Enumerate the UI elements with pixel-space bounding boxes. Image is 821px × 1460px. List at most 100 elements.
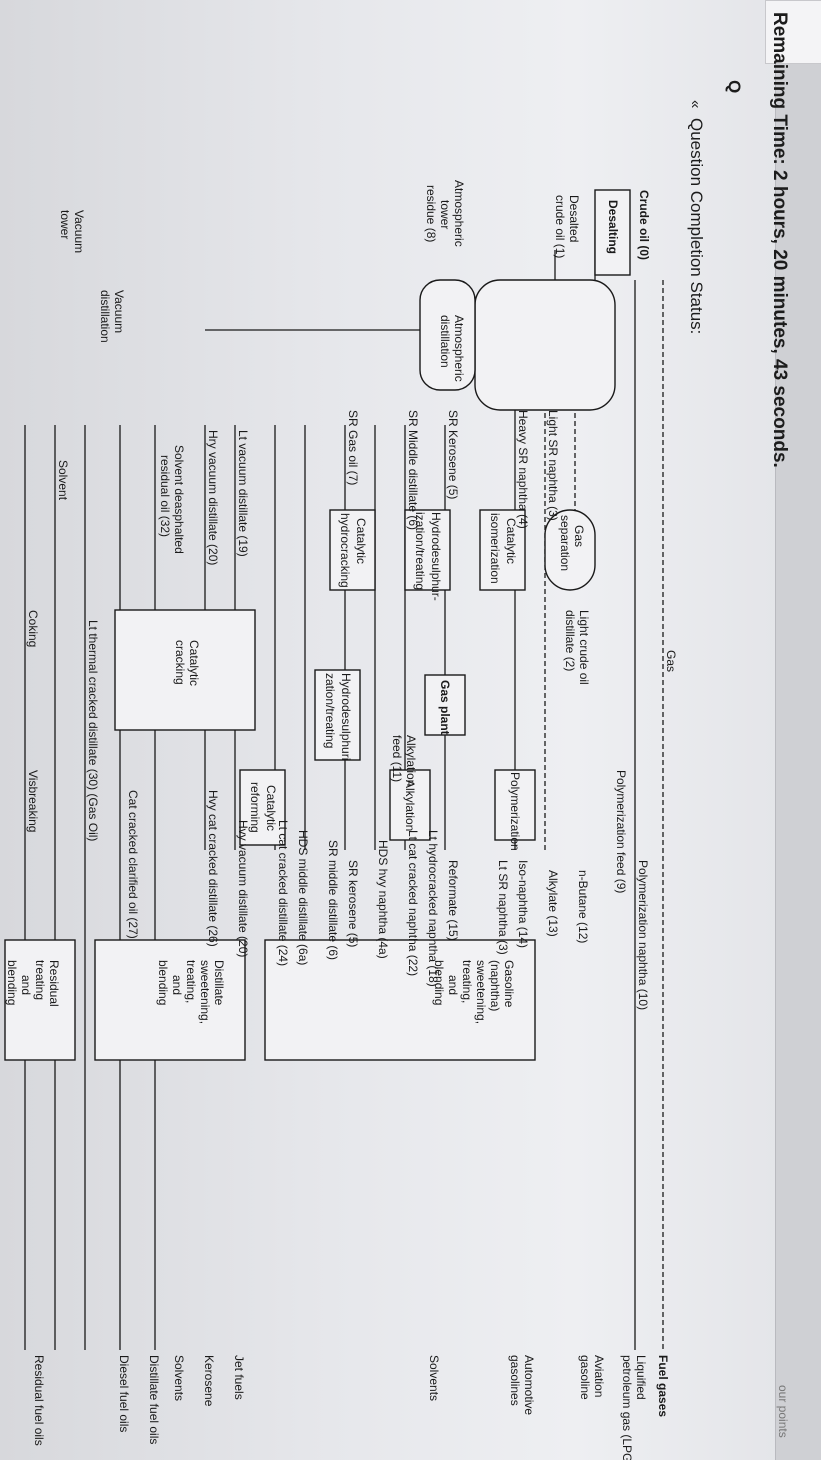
hvy-sr-naphtha-label: Heavy SR naphtha (4) <box>516 410 530 529</box>
coking-label: Coking <box>26 610 40 647</box>
atm-distillation-box <box>474 279 616 411</box>
vacuum-distillation-box <box>419 279 476 391</box>
alky-feed-label-2: feed (11) <box>390 735 404 782</box>
atm-dist-label-2: distillation <box>438 315 452 368</box>
solvents2-label: Solvents <box>172 1355 186 1401</box>
top-right-panel <box>765 0 821 64</box>
sr-mid6-label: SR middle distillate (6) <box>326 840 340 960</box>
iso-naphtha-label: Iso-naphtha (14) <box>516 860 530 948</box>
hds2-label-2: zation/treating <box>323 673 337 748</box>
reformate-label: Reformate (15) <box>446 860 460 941</box>
distillate-fuel-label: Distillate fuel oils <box>147 1355 161 1444</box>
gas-blend-label-1: Gasoline <box>502 960 516 1008</box>
cat-reform-label-2: reforming <box>248 782 262 833</box>
atm-dist-label-1: Atmospheric <box>452 315 466 382</box>
resid-blend-label-4: blending <box>5 960 19 1005</box>
kerosene-label: Kerosene <box>202 1355 216 1407</box>
gas-plant-box <box>424 674 466 736</box>
browser-top-strip <box>775 0 821 1460</box>
atm-tower-label-1: Atmospheric <box>452 180 466 247</box>
dist-blend-label-2: sweetening, <box>198 960 212 1024</box>
cat-crack-label-1: Catalytic <box>187 640 201 686</box>
aviation-label-1: Aviation <box>592 1355 606 1397</box>
cat-crack-label-2: cracking <box>173 640 187 685</box>
lt-cat-naphtha-label: Lt cat cracked naphtha (22) <box>406 830 420 976</box>
poly-feed-label: Polymerization feed (9) <box>614 770 628 893</box>
sr-gas-oil-label: SR Gas oil (7) <box>346 410 360 485</box>
unit-boxes <box>4 189 631 1061</box>
right-labels: Polymerization naphtha (10) n-Butane (12… <box>5 790 650 1024</box>
lt-cat-dist-label: Lt cat cracked distillate (24) <box>276 820 290 966</box>
solvents-label: Solvents <box>427 1355 441 1401</box>
cat-isomerization-box <box>479 509 526 591</box>
gas-blend-label-6: blending <box>432 960 446 1005</box>
cat-reforming-box <box>239 769 286 846</box>
lt-hydro-naphtha-label: Lt hydrocracked naphtha (18) <box>426 830 440 987</box>
solvent-label: Solvent <box>56 460 70 501</box>
solvent-label-1: Solvent deasphalted <box>172 445 186 554</box>
lpg-label-2: petroleum gas (LPG) <box>620 1355 634 1460</box>
gas-sep-label-1: Gas <box>572 525 586 547</box>
gas-label: Gas <box>664 650 678 672</box>
middle-labels: Gas separation Gas Light crude oil disti… <box>26 410 678 893</box>
vac-tower-label-1: Vacuum <box>72 210 86 253</box>
cat-isom-label-2: isomerization <box>488 513 502 584</box>
desalted-label-2: crude oil (1) <box>553 195 567 258</box>
gas-blend-label-4: treating, <box>460 960 474 1003</box>
desalting-label: Desalting <box>606 200 620 254</box>
polymerization-label: Polymerization <box>508 772 522 851</box>
hds2-box <box>314 669 361 761</box>
cat-isom-label-1: Catalytic <box>504 518 518 564</box>
polymerization-box <box>494 769 536 841</box>
lpg-label-1: Liquified <box>634 1355 648 1400</box>
alkylate-label: Alkylate (13) <box>546 870 560 937</box>
lt-thermal-label: Lt thermal cracked distillate (30) (Gas … <box>86 620 100 841</box>
poly-naphtha-label: Polymerization naphtha (10) <box>636 860 650 1010</box>
gas-blend-label-3: sweetening, <box>474 960 488 1024</box>
desalted-label-1: Desalted <box>567 195 581 242</box>
dist-blend-label-4: and <box>170 975 184 995</box>
gas-blend-label-5: and <box>446 975 460 995</box>
resid-blend-label-2: treating <box>33 960 47 1000</box>
lt-sr-naphtha3-label: Lt SR naphtha (3) <box>496 860 510 955</box>
gas-plant-label: Gas plant <box>438 680 452 735</box>
vac-dist-label-2: distillation <box>98 290 112 343</box>
residual-fuel-label: Residual fuel oils <box>32 1355 46 1446</box>
sr-kerosene-label: SR Kerosene (5) <box>446 410 460 499</box>
aviation-label-2: gasoline <box>578 1355 592 1400</box>
hds-mid-label: HDS middle distillate (6a) <box>296 830 310 965</box>
diesel-label: Diesel fuel oils <box>117 1355 131 1432</box>
cat-hydro-label-1: Catalytic <box>354 518 368 564</box>
product-labels: Fuel gases Liquified petroleum gas (LPG)… <box>32 1355 670 1460</box>
cat-cracking-box <box>114 609 256 731</box>
distillate-blending-box <box>94 939 246 1061</box>
resid-blend-label-1: Residual <box>47 960 61 1007</box>
lt-crude-label-2: distillate (2) <box>563 610 577 671</box>
cat-hydrocracking-box <box>329 509 376 591</box>
automotive-label-2: gasolines <box>508 1355 522 1406</box>
dist-blend-label-3: treating, <box>184 960 198 1003</box>
visbreaking-label: Visbreaking <box>26 770 40 832</box>
cat-clarified-label: Cat cracked clarified oil (27) <box>126 790 140 939</box>
gas-separation-box <box>544 509 596 591</box>
fuel-gases-label: Fuel gases <box>656 1355 670 1417</box>
dist-blend-label-1: Distillate <box>212 960 226 1006</box>
lt-sr-naphtha-label: Light SR naphtha (3) <box>546 410 560 521</box>
atm-tower-label-3: residue (8) <box>424 185 438 242</box>
lt-vac-dist-label: Lt vacuum distillate (19) <box>236 430 250 557</box>
desalting-box <box>594 189 631 276</box>
alkylation-box <box>389 769 431 841</box>
cat-hydro-label-2: hydrocracking <box>338 513 352 588</box>
gasoline-blending-box <box>264 939 536 1061</box>
hds-hvy-naphtha-label: HDS hvy naphtha (4a) <box>376 840 390 959</box>
resid-blend-label-3: and <box>19 975 33 995</box>
lt-crude-label-1: Light crude oil <box>577 610 591 685</box>
residual-blending-box <box>4 939 76 1061</box>
dist-blend-label-5: blending <box>156 960 170 1005</box>
vac-tower-label-2: tower <box>58 210 72 239</box>
atm-tower-label-2: tower <box>438 200 452 229</box>
hvy-vac-dist-label: Hry vacuum distillate (20) <box>206 430 220 565</box>
sr-middle-label: SR Middle distillate (6) <box>406 410 420 530</box>
solvent-label-2: residual oil (32) <box>158 455 172 537</box>
